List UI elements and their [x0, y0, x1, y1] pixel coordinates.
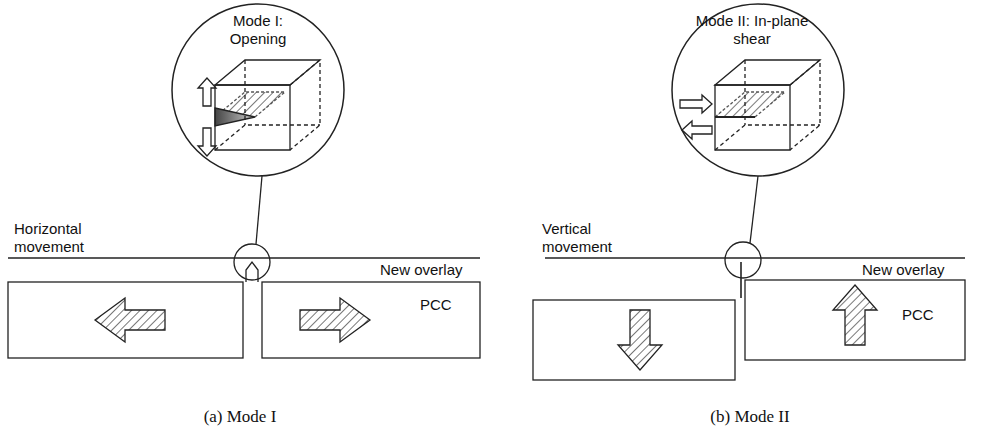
leader-line — [750, 176, 758, 243]
box-face — [215, 60, 320, 85]
caption: (a) Mode I — [202, 408, 279, 426]
detail-circle — [234, 244, 270, 280]
movement-label: Vertical movement — [540, 220, 644, 256]
layer-label: PCC — [418, 296, 454, 314]
crack-plane — [715, 92, 785, 117]
hidden-edge — [744, 60, 745, 125]
mode-label: Mode II: In-plane shear — [692, 12, 812, 48]
box-face — [715, 60, 820, 85]
movement-arrow — [618, 310, 662, 370]
movement-arrow — [95, 298, 165, 342]
hidden-edge — [215, 125, 320, 150]
movement-label: Horizontal movement — [12, 220, 126, 256]
detail-circle — [725, 242, 761, 278]
pcc-slab — [262, 282, 480, 358]
hidden-edge — [244, 60, 245, 125]
layer-label: New overlay — [860, 261, 947, 279]
load-arrow — [682, 121, 712, 139]
movement-arrow — [833, 285, 877, 345]
crack-opening — [215, 108, 255, 126]
load-arrow — [680, 95, 712, 113]
layer-label: PCC — [900, 306, 936, 324]
caption: (b) Mode II — [708, 408, 791, 426]
load-arrow — [198, 78, 216, 106]
pcc-slab — [745, 280, 965, 360]
overlay-line — [545, 257, 965, 259]
mode-label: Mode I: Opening — [221, 12, 295, 48]
pcc-slab — [8, 282, 243, 358]
callout-circle: Mode I: Opening — [170, 2, 346, 178]
load-arrow — [198, 128, 216, 156]
leader-line — [256, 176, 262, 244]
overlay-line — [8, 257, 480, 259]
crack-front — [715, 116, 755, 118]
layer-label: New overlay — [378, 261, 465, 279]
crack — [740, 262, 742, 298]
hidden-edge — [790, 60, 820, 150]
pcc-slab — [533, 300, 735, 380]
hidden-edge — [290, 60, 320, 150]
movement-arrow — [300, 298, 370, 342]
hidden-edge — [715, 125, 820, 150]
callout-circle: Mode II: In-plane shear — [670, 2, 846, 178]
